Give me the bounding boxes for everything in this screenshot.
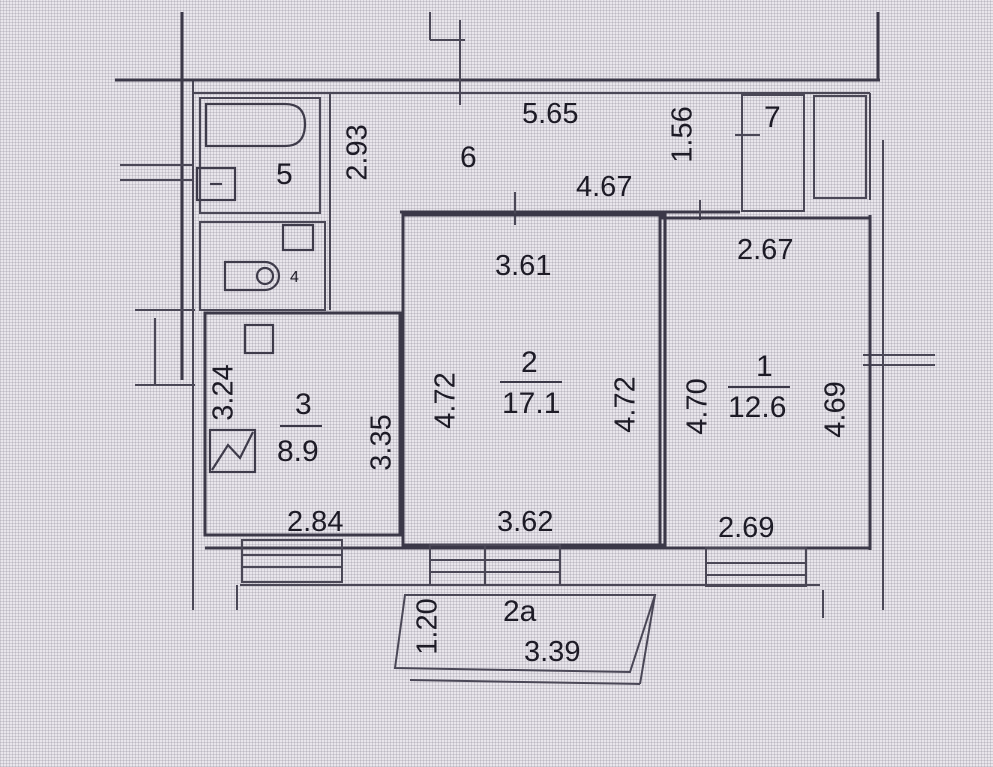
room-4-outline — [199, 221, 326, 311]
room-6-dim-side: 1.56 — [666, 106, 699, 163]
room-3-dim-right: 3.35 — [365, 414, 398, 471]
room-2-dim-bottom: 3.62 — [497, 506, 554, 538]
room-2-area: 17.1 — [502, 387, 561, 420]
stove-icon — [208, 428, 257, 474]
room-3-dim-bottom: 2.84 — [287, 506, 344, 538]
room-6-dim-top: 5.65 — [522, 98, 579, 130]
room-3-fraction-line — [280, 425, 322, 427]
room-3-dim-left: 3.24 — [207, 364, 240, 421]
room-5-outline — [199, 97, 321, 214]
toilet-icon — [223, 260, 281, 292]
sink-icon — [195, 166, 237, 202]
room-2a-dim-width: 1.20 — [411, 598, 444, 655]
room-1-fraction-line — [728, 386, 790, 388]
room-2a-number: 2a — [503, 595, 537, 628]
window-room-1 — [705, 547, 807, 587]
room-7-outline — [741, 94, 805, 212]
room-1-dim-bottom: 2.69 — [718, 512, 775, 544]
room-5-number: 5 — [276, 158, 293, 191]
room-3-outline — [203, 311, 402, 537]
room-1-dim-right: 4.69 — [819, 381, 852, 438]
room-2-fraction-line — [500, 381, 562, 383]
room-7-number: 7 — [764, 101, 781, 134]
room-1-area: 12.6 — [728, 391, 787, 424]
room-1-dim-top: 2.67 — [737, 234, 794, 266]
room-3-area: 8.9 — [277, 435, 319, 468]
room-2-dim-left: 4.72 — [429, 372, 462, 429]
room-3-number: 3 — [295, 388, 312, 421]
room-2a-dim-length: 3.39 — [524, 636, 581, 668]
room-6-number: 6 — [460, 141, 477, 174]
room-6-dim-bottom: 4.67 — [576, 171, 633, 203]
room-5-dim-side: 2.93 — [341, 124, 374, 181]
room-2-dim-top: 3.61 — [495, 250, 552, 282]
room-1-dim-left: 4.70 — [681, 378, 714, 435]
room-2-number: 2 — [521, 346, 538, 379]
room-4-number: 4 — [290, 269, 299, 286]
room-2-dim-right: 4.72 — [609, 376, 642, 433]
window-room-2 — [429, 544, 561, 586]
bathtub-icon — [204, 102, 307, 148]
window-room-3 — [241, 539, 343, 583]
balcony-2a-outline — [393, 594, 657, 674]
room-1-number: 1 — [756, 350, 773, 383]
